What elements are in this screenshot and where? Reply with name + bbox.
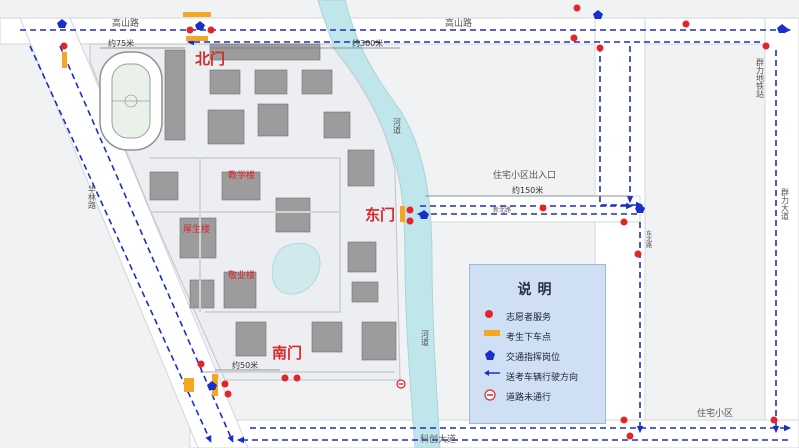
volunteer-dot-icon (207, 26, 215, 34)
legend-item-traffic-post: 交通指挥岗位 (484, 349, 560, 363)
road-label-east-gate: 新北路 (493, 206, 511, 214)
distance-label-north-right: 约300米 (352, 38, 383, 48)
dormitory-building-label: 厚生楼 (183, 223, 210, 235)
volunteer-dot-icon (626, 432, 634, 440)
distance-lines (100, 47, 630, 371)
volunteer-dot-icon (221, 380, 229, 388)
metro-station-label: 群力地铁站 (756, 57, 765, 99)
distance-label-north-left: 约75米 (108, 38, 134, 48)
road-label-north-right: 高山路 (445, 17, 472, 29)
legend-item-direction: 送考车辆行驶方向 (484, 369, 578, 383)
volunteer-dot-icon (281, 374, 289, 382)
campus-paths (150, 157, 395, 373)
volunteer-dot-icon (770, 416, 778, 424)
residential-entrance-label: 住宅小区出入口 (493, 169, 556, 181)
vehicle-route (20, 26, 792, 444)
volunteer-dot-icon (620, 218, 628, 226)
volunteer-dot-icon (293, 374, 301, 382)
traffic-post-pentagon-icon (207, 381, 217, 390)
volunteer-dot-icon (762, 42, 770, 50)
volunteer-dot-icon (570, 34, 578, 42)
road-label-south: 科创大道 (420, 433, 456, 445)
south-gate-label: 南门 (272, 344, 302, 362)
study-building-label: 敬业楼 (228, 269, 255, 281)
traffic-posts (57, 10, 787, 390)
traffic-post-pentagon-icon (635, 204, 645, 213)
distance-label-south: 约50米 (232, 360, 258, 370)
legend-item-dropoff: 考生下车点 (484, 329, 551, 343)
traffic-post-pentagon-icon (484, 349, 500, 363)
teaching-building-label: 教学楼 (228, 169, 255, 181)
road-label-north-left: 高山路 (112, 17, 139, 29)
volunteer-dot-icon (539, 204, 547, 212)
river-label-south: 河道 (421, 329, 430, 347)
dropoff-bar-icon (183, 12, 211, 17)
traffic-post-pentagon-icon (57, 19, 67, 28)
volunteer-dot-icon (634, 250, 642, 258)
pond (271, 242, 321, 295)
volunteer-dot-icon (573, 4, 581, 12)
volunteer-dot-icon (682, 20, 690, 28)
traffic-post-pentagon-icon (419, 210, 429, 219)
road-label-west: 华林路 (88, 184, 97, 209)
dropoff-bar-icon (484, 329, 500, 343)
road-network (0, 17, 799, 448)
legend-label: 志愿者服务 (506, 312, 552, 323)
volunteer-dot-icon (197, 360, 205, 368)
direction-arrow-icon (484, 369, 500, 383)
volunteer-dot-icon (484, 309, 500, 323)
traffic-post-pentagon-icon (593, 10, 603, 19)
legend-panel: 说明 志愿者服务 考生下车点 交通指挥岗位 送考车辆行驶方向 道路未通行 (469, 264, 606, 424)
dropoff-bar-icon (184, 378, 194, 392)
dropoff-bar-icon (62, 52, 67, 68)
legend-label: 考生下车点 (506, 332, 552, 343)
traffic-post-pentagon-icon (777, 24, 787, 33)
north-gate-label: 北门 (195, 50, 225, 68)
legend-title: 说明 (517, 282, 558, 298)
volunteer-dot-icon (620, 416, 628, 424)
volunteer-dot-icon (186, 26, 194, 34)
sports-field (99, 51, 163, 151)
volunteer-points (60, 4, 778, 440)
legend-label: 送考车辆行驶方向 (506, 372, 579, 383)
volunteer-dot-icon (60, 42, 68, 50)
legend-label: 交通指挥岗位 (506, 352, 561, 363)
dropoff-bar-icon (400, 206, 405, 222)
volunteer-dot-icon (596, 44, 604, 52)
road-label-east-inner: 东北路 (645, 229, 652, 249)
road-label-east: 群力大道 (781, 187, 790, 221)
legend-item-no-entry: 道路未通行 (484, 389, 551, 403)
residential-area-label: 住宅小区 (697, 407, 733, 419)
volunteer-dot-icon (406, 206, 414, 214)
distance-label-east: 约150米 (512, 185, 543, 195)
volunteer-dot-icon (224, 390, 232, 398)
no-entry-icon (484, 389, 500, 403)
traffic-post-pentagon-icon (195, 21, 205, 30)
no-entry-icon (396, 379, 406, 389)
east-gate-label: 东门 (365, 206, 395, 224)
legend-label: 道路未通行 (506, 392, 552, 403)
legend-item-volunteer: 志愿者服务 (484, 309, 551, 323)
river-label: 河道 (393, 117, 402, 135)
volunteer-dot-icon (406, 217, 414, 225)
campus-buildings (149, 43, 397, 361)
dropoff-bar-icon (186, 36, 208, 41)
